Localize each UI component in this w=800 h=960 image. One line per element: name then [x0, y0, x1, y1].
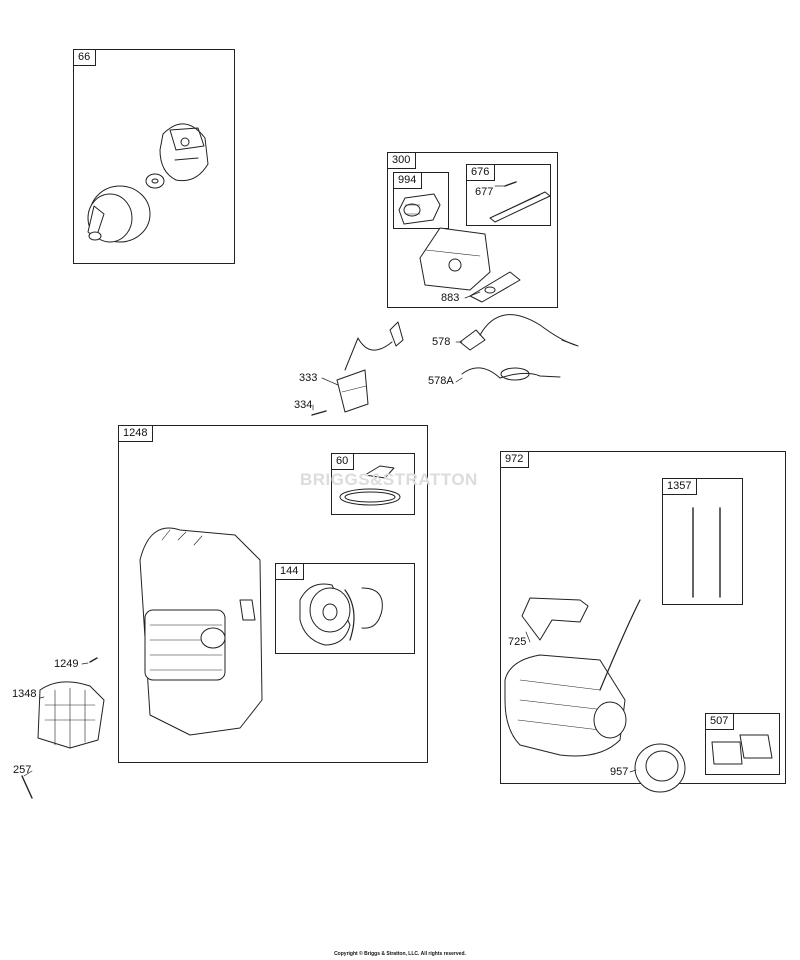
group-label-60: 60 [332, 454, 355, 470]
group-box-676: 676 [466, 164, 551, 226]
group-box-507: 507 [705, 713, 780, 775]
group-label-972: 972 [501, 452, 530, 468]
watermark: BRIGGS&STRATTON [300, 470, 478, 489]
callout-1348: 1348 [12, 688, 37, 700]
callout-578a: 578A [428, 375, 454, 387]
leader-lines [23, 185, 637, 777]
callout-725: 725 [508, 636, 527, 648]
group-box-60: 60 [331, 453, 415, 515]
group-label-994: 994 [394, 173, 423, 189]
part-725-drawing [521, 597, 589, 641]
air-filter-cover-drawing [419, 227, 521, 303]
group-label-66: 66 [74, 50, 97, 66]
starter-hub-drawing [21, 657, 105, 799]
callout-677: 677 [475, 186, 494, 198]
fuel-cap-drawing [634, 743, 686, 793]
part-676-drawing [489, 181, 551, 223]
group-box-300: 300 [387, 152, 558, 308]
group-label-144: 144 [276, 564, 305, 580]
wire-harness-drawing [459, 314, 579, 381]
engine-block-drawing [139, 527, 263, 736]
rods-drawing [692, 507, 721, 598]
group-box-1357: 1357 [662, 478, 743, 605]
group-box-1248: 1248 [118, 425, 428, 763]
callout-333: 333 [299, 372, 318, 384]
ignition-coil-drawing [311, 321, 404, 416]
group-box-66: 66 [73, 49, 235, 264]
group-label-507: 507 [706, 714, 735, 730]
part-507-drawing [711, 734, 773, 765]
flywheel-drawing [299, 583, 383, 646]
group-label-676: 676 [467, 165, 496, 181]
part-60-drawing [339, 465, 401, 506]
group-label-300: 300 [388, 153, 417, 169]
group-box-994: 994 [393, 172, 449, 229]
copyright-footer: Copyright © Briggs & Stratton, LLC. All … [334, 951, 466, 957]
callout-1249: 1249 [54, 658, 79, 670]
callout-334: 334 [294, 399, 313, 411]
group-box-144: 144 [275, 563, 415, 654]
group-label-1248: 1248 [119, 426, 154, 442]
part-994-drawing [398, 193, 441, 225]
clutch-assembly-drawing [87, 123, 209, 243]
fuel-tank-drawing [504, 599, 641, 757]
callout-257: 257 [13, 764, 32, 776]
callout-957: 957 [610, 766, 629, 778]
callout-883: 883 [441, 292, 460, 304]
group-label-1357: 1357 [663, 479, 698, 495]
callout-578: 578 [432, 336, 451, 348]
